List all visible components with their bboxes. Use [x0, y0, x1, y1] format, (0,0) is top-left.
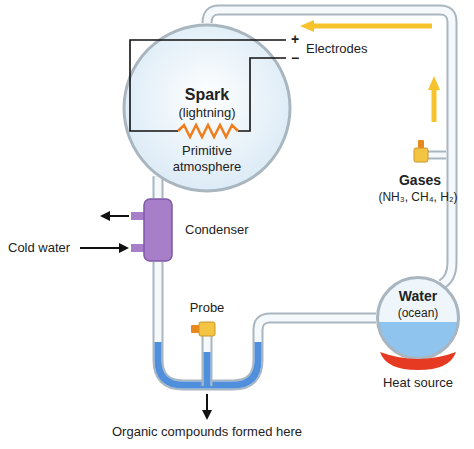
part-label: Organic compounds formed here	[112, 424, 302, 440]
node-text: (lightning)	[178, 105, 235, 121]
probe-tube-inner	[204, 336, 211, 386]
condenser-outline	[143, 198, 173, 262]
part-label: Probe	[190, 300, 225, 316]
condenser-port	[131, 244, 144, 252]
flow-arrow-head	[428, 76, 440, 90]
part-label: Electrodes	[306, 41, 367, 57]
condenser: Condenser	[143, 198, 173, 262]
heat-source-outline	[380, 348, 456, 370]
probe-valve	[199, 322, 215, 336]
node-title: Water	[399, 288, 437, 305]
water-in-arrow-head	[119, 243, 129, 253]
electrode-wire	[238, 58, 286, 131]
part-label: (NH₃, CH₄, H₂)	[378, 190, 457, 204]
output-arrow-head	[202, 410, 212, 420]
water-flask: Water(ocean)	[376, 276, 460, 360]
condenser-jacket	[144, 199, 172, 261]
node-title: Spark	[185, 85, 229, 104]
water-flask-body	[378, 278, 459, 359]
node-title: Heat source	[383, 375, 453, 391]
water-out-arrow-head	[100, 211, 110, 221]
flask-body	[124, 25, 290, 191]
electrode-wire	[130, 40, 286, 131]
node-text: Primitive atmosphere	[162, 143, 252, 174]
heat-source: Heat source	[380, 348, 456, 370]
node-text: (ocean)	[398, 306, 439, 320]
heat-plate	[380, 352, 456, 370]
condenser-port	[131, 212, 144, 220]
part-label: Cold water	[8, 240, 70, 256]
gas-valve-knob	[418, 140, 424, 148]
flow-arrow	[312, 24, 432, 29]
probe-valve-knob	[191, 325, 199, 333]
water-in-arrow	[80, 247, 121, 249]
ocean-water	[376, 322, 460, 360]
gas-inlet-tube-inner	[426, 153, 446, 158]
part-label: −	[291, 50, 299, 67]
flask-air	[376, 276, 460, 360]
tube-wall	[153, 176, 164, 198]
reaction-flask: Spark(lightning) Primitive atmosphere	[122, 23, 292, 193]
flow-arrow	[432, 88, 437, 122]
flow-arrow-head	[300, 20, 314, 32]
part-label: +	[291, 31, 299, 48]
probe-tube	[202, 336, 213, 386]
part-label: Gases	[399, 172, 441, 189]
tube-bore	[155, 176, 162, 198]
gas-valve	[414, 148, 428, 162]
node-title: Condenser	[185, 222, 249, 238]
glass-tube	[158, 176, 159, 198]
gas-inlet-tube	[426, 151, 446, 160]
tube-wall	[158, 262, 376, 385]
probe-liquid	[204, 352, 211, 386]
spark-zigzag	[178, 125, 238, 137]
tube-bore	[158, 262, 376, 385]
glass-tube	[158, 262, 376, 385]
output-arrow	[206, 394, 208, 411]
water-out-arrow	[108, 215, 129, 217]
